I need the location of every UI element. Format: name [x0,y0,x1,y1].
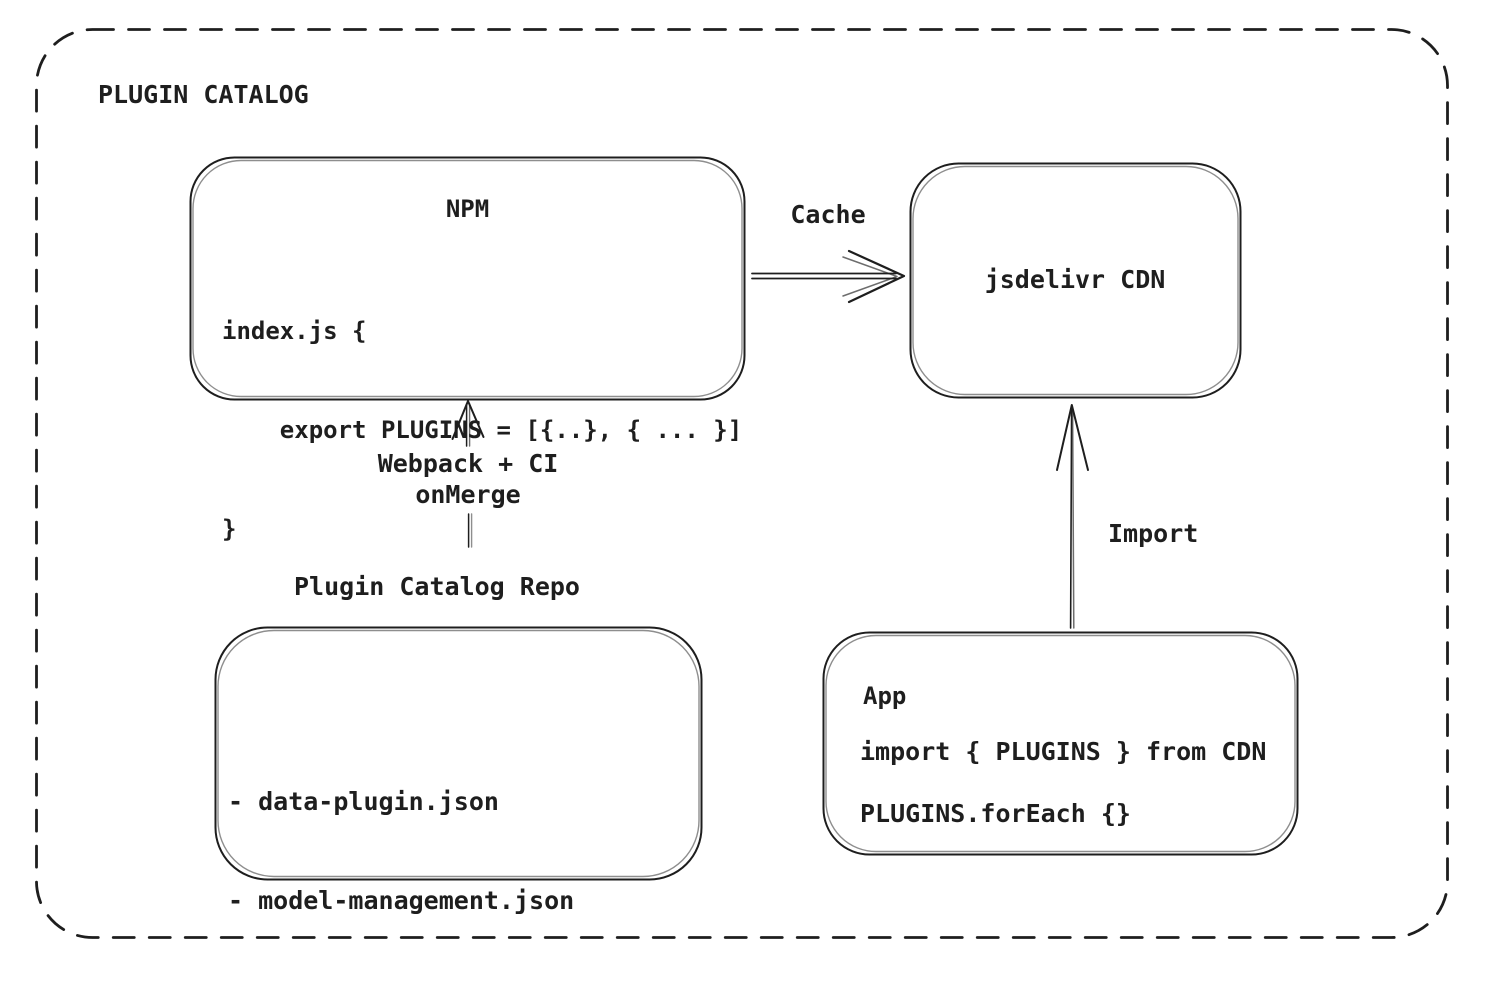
app-code-line-1: import { PLUGINS } from CDN [860,737,1267,766]
npm-node-shape [189,156,746,401]
cdn-node-label: jsdelivr CDN [984,265,1166,295]
cdn-node-shape-echo [912,165,1239,396]
npm-code-block: index.js { export PLUGINS = [{..}, { ...… [222,249,742,612]
app-node-shape-echo [825,634,1296,853]
repo-node-shape [214,626,703,881]
frame-border [35,28,1449,939]
build-arrow-stub [467,513,473,548]
cache-arrow-label: Cache [790,200,866,229]
npm-code-line-2: export PLUGINS = [{..}, { ... }] [222,416,743,444]
frame-title: PLUGIN CATALOG [98,80,309,109]
app-node-shape [822,631,1299,856]
npm-code-line-1: index.js { [222,317,367,345]
build-arrow [451,400,485,447]
npm-node-shape-echo [192,159,743,398]
repo-node-shape-echo [217,629,700,878]
cdn-node-shape [909,162,1242,399]
repo-item-list: - data-plugin.json - model-management.js… [228,719,574,1002]
repo-item: - model-management.json [228,886,575,915]
import-arrow-label: Import [1108,519,1199,548]
import-arrow [1056,404,1089,629]
app-node-title: App [863,682,907,710]
repo-item: - data-plugin.json [228,787,499,816]
build-arrow-label: Webpack + CI [377,449,559,478]
npm-code-line-3: } [222,515,237,543]
repo-item: ... [228,985,274,1002]
npm-node-title: NPM [445,195,490,223]
app-code-line-2: PLUGINS.forEach {} [860,799,1131,828]
build-arrow-sublabel: onMerge [415,480,521,509]
repo-node-label: Plugin Catalog Repo [294,572,580,601]
cache-arrow [751,249,906,304]
